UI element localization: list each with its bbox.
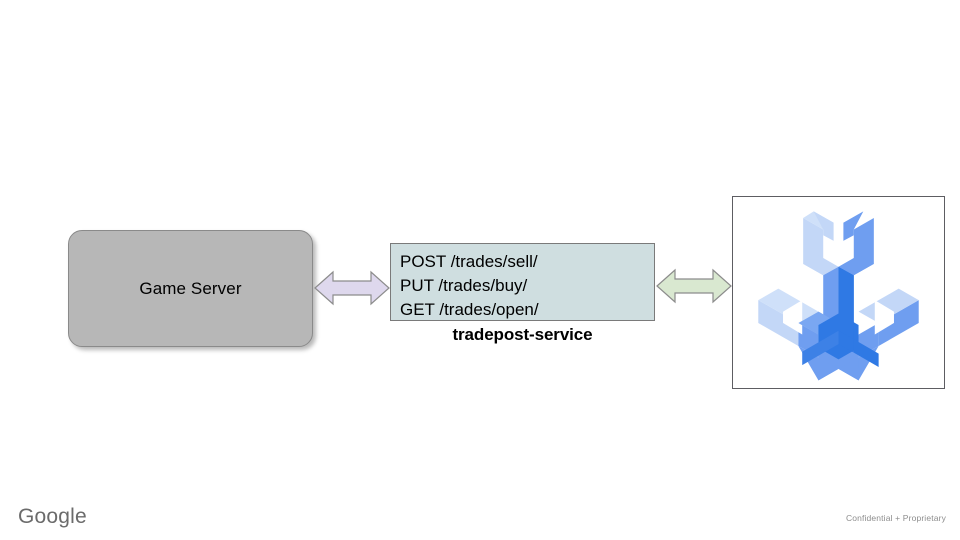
three-wrenches-isometric-icon <box>758 211 919 381</box>
bidirectional-arrow-lavender <box>313 262 391 314</box>
tradepost-service-caption: tradepost-service <box>452 325 593 344</box>
game-server-box[interactable]: Game Server <box>68 230 313 347</box>
google-logo: Google <box>18 505 87 528</box>
confidentiality-note: Confidential + Proprietary <box>845 513 946 523</box>
game-server-label: Game Server <box>139 278 242 298</box>
service-icon-panel <box>732 196 945 389</box>
endpoint-line: POST /trades/sell/ <box>400 252 538 271</box>
endpoint-line: PUT /trades/buy/ <box>400 276 528 295</box>
endpoint-line: GET /trades/open/ <box>400 300 539 319</box>
bidirectional-arrow-green <box>655 260 733 312</box>
tradepost-service-box[interactable]: POST /trades/sell/ PUT /trades/buy/ GET … <box>390 243 655 321</box>
